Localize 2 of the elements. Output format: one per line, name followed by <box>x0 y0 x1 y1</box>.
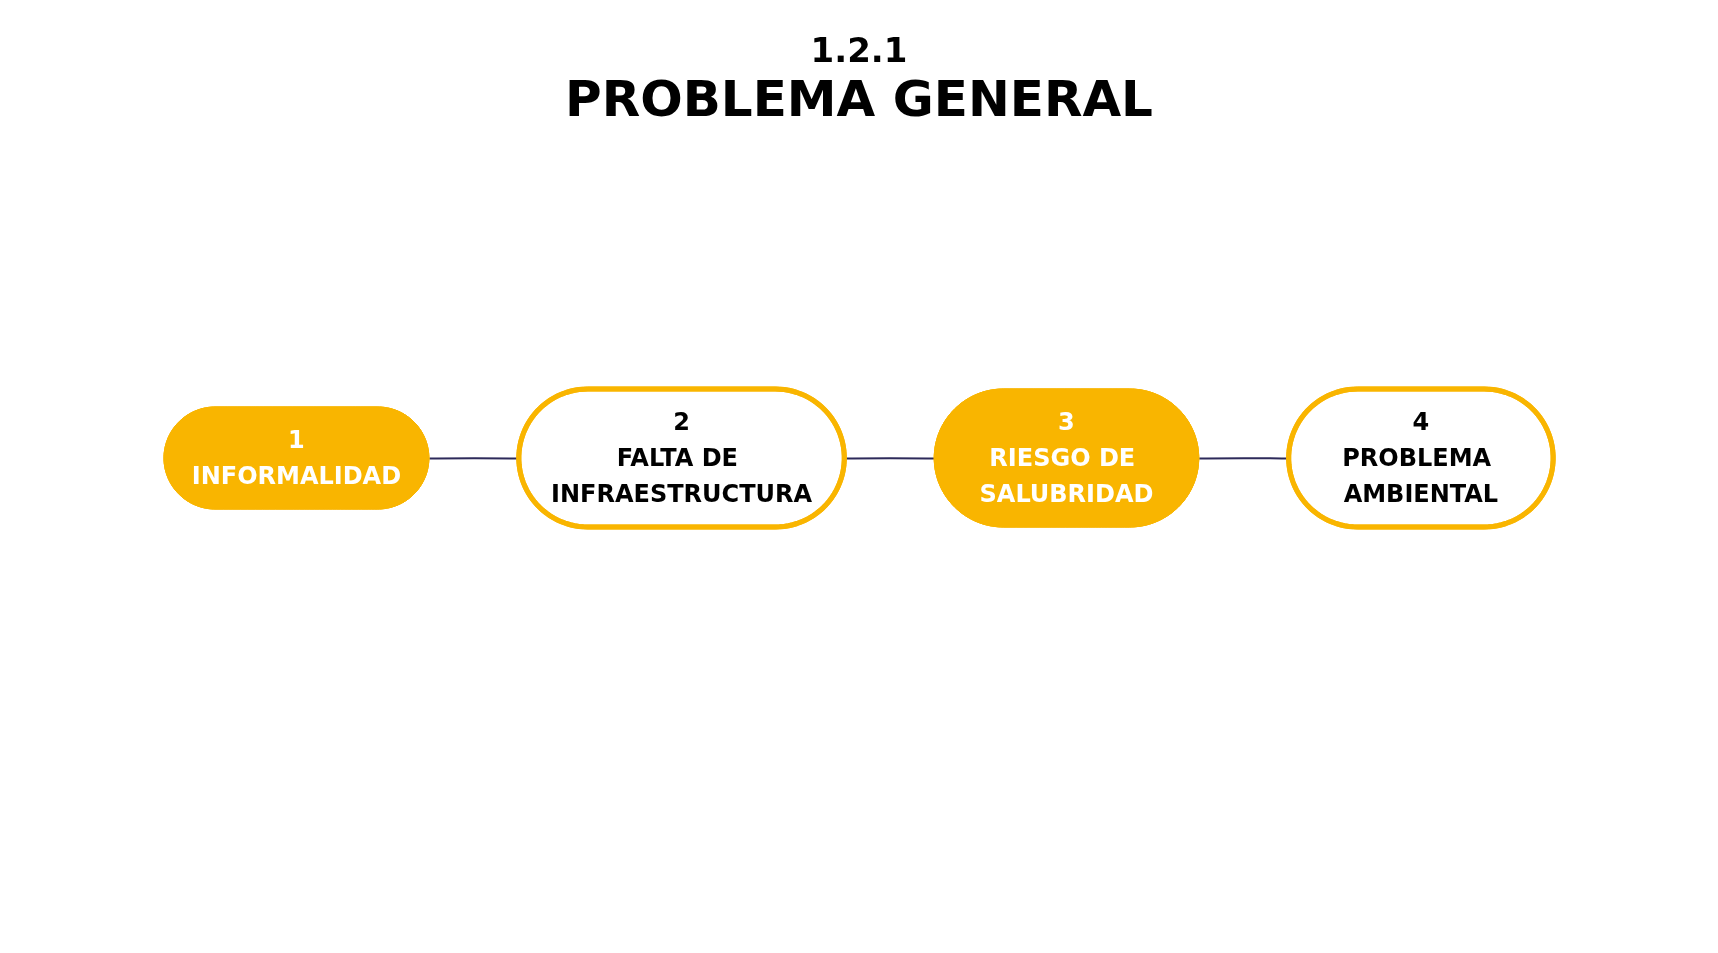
section-number: 1.2.1 <box>810 30 908 70</box>
heading-label: PROBLEMA GENERAL <box>565 70 1153 128</box>
